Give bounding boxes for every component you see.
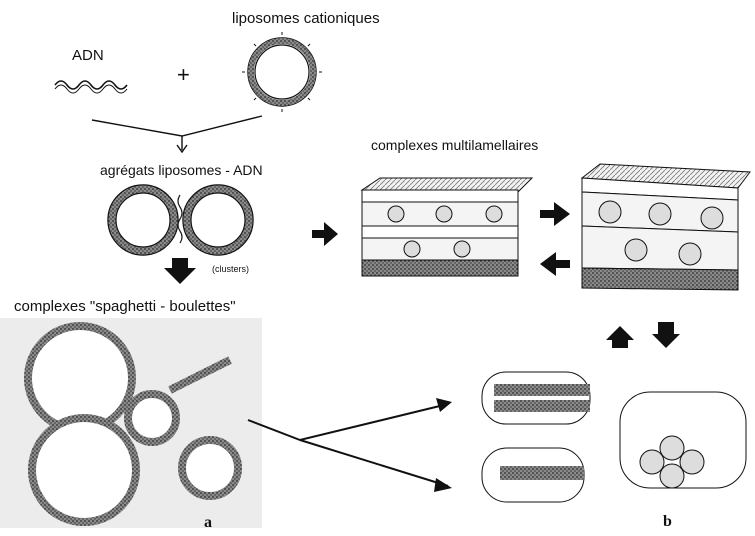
tubular-complex-1: [482, 372, 590, 424]
merge-arrow: [92, 116, 262, 152]
plus-sign: +: [177, 62, 190, 88]
panel-b-label: b: [663, 513, 672, 531]
liposome-dna-aggregate: [108, 185, 253, 255]
dna-label: ADN: [72, 47, 104, 64]
hexagonal-bundle: [620, 392, 746, 488]
aggregates-label: agrégats liposomes - ADN: [100, 162, 263, 178]
clusters-label: (clusters): [212, 264, 249, 274]
spaghetti-meatball-panel: [0, 318, 262, 528]
spaghetti-complexes-label: complexes "spaghetti - boulettes": [14, 298, 236, 315]
multilamellar-stack-1: [362, 178, 532, 276]
branch-arrows: [248, 398, 452, 492]
multilamellar-stack-2: [582, 164, 750, 290]
cationic-liposomes-label: liposomes cationiques: [232, 10, 380, 27]
multilamellar-complexes-label: complexes multilamellaires: [371, 137, 538, 153]
cationic-liposome: [242, 32, 322, 112]
panel-a-label: a: [204, 514, 212, 532]
dna-strand-icon: [55, 81, 127, 93]
tubular-complex-2: [482, 448, 584, 502]
